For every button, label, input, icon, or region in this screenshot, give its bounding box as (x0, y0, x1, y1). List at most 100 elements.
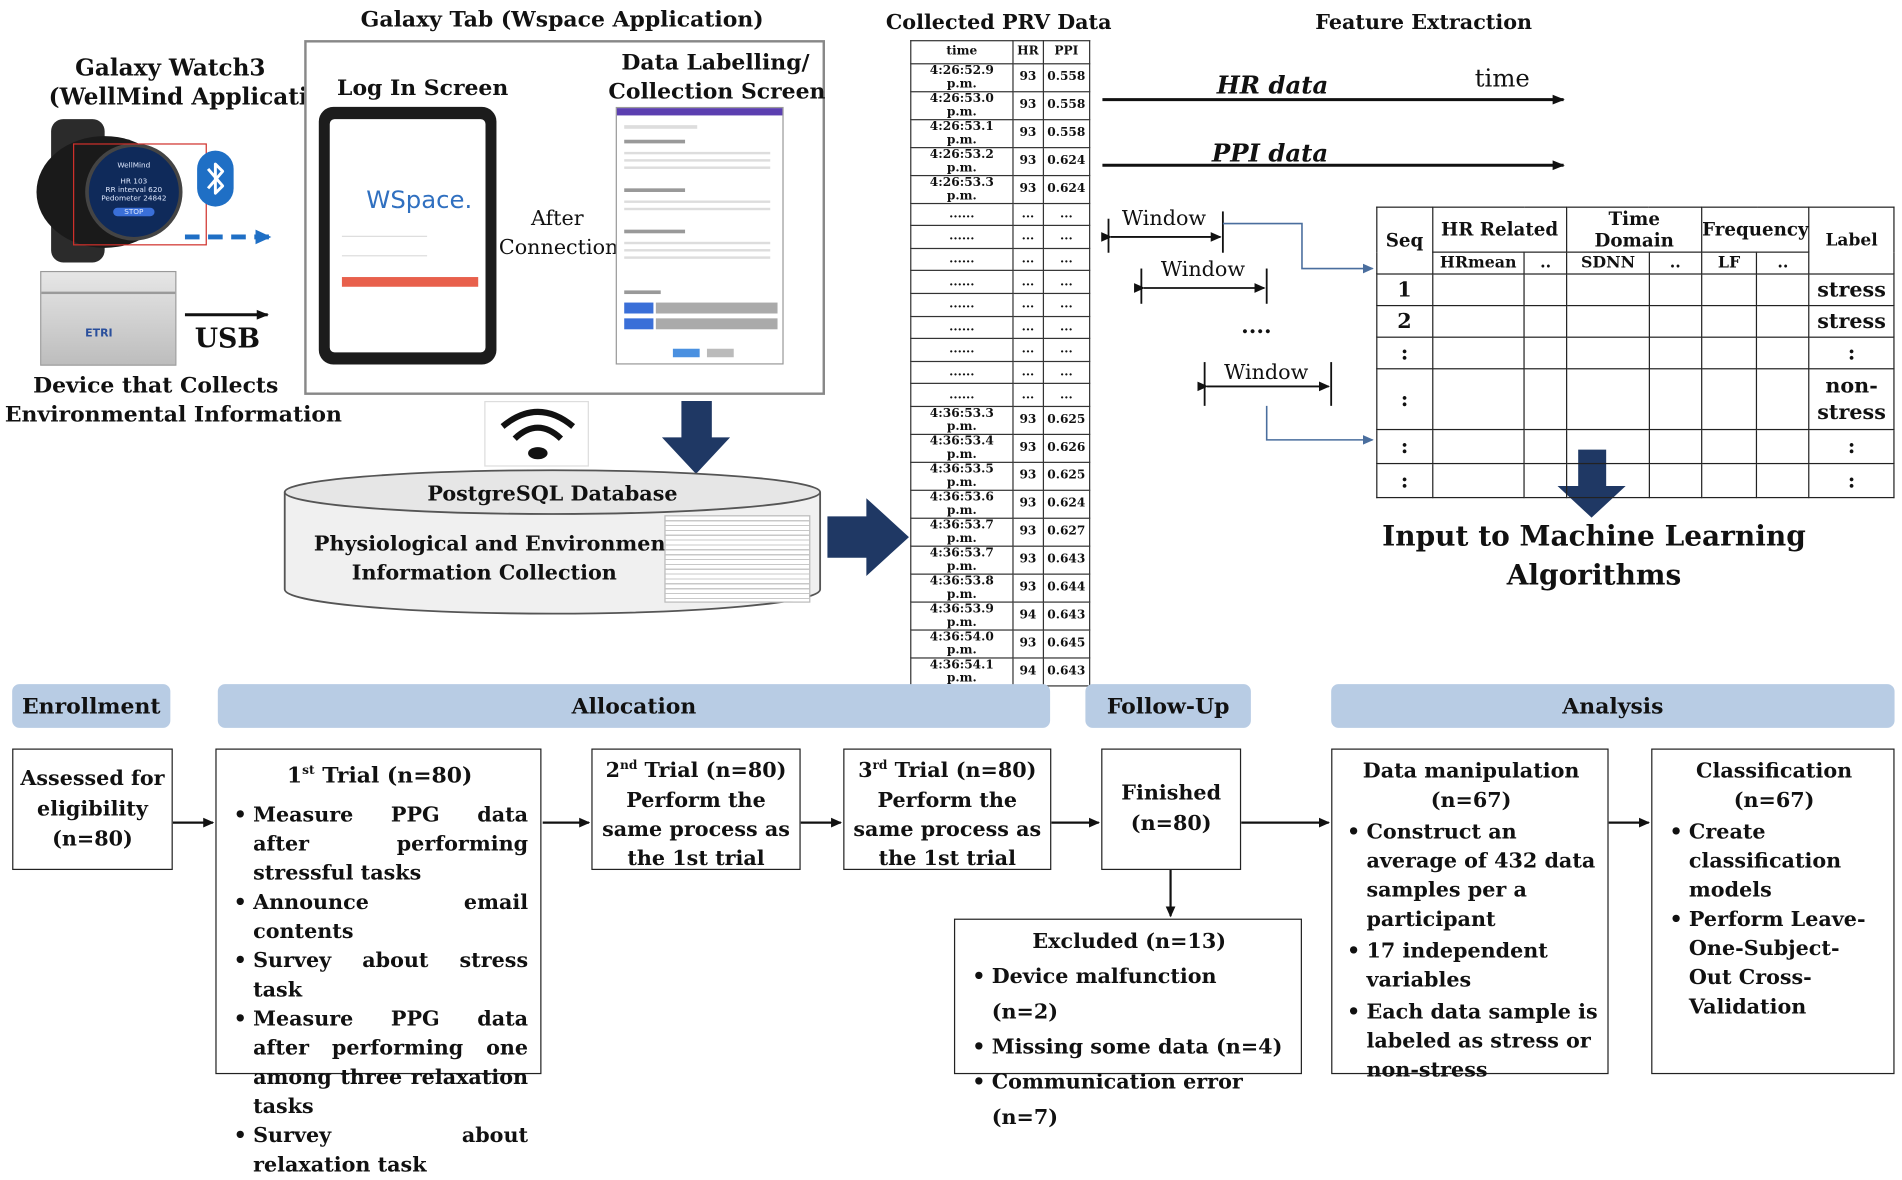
after-connection-line2: Connection (498, 235, 619, 261)
db-caption-line1: Physiological and Environment (313, 532, 676, 557)
time-label: time (1474, 63, 1530, 93)
login-button[interactable] (341, 277, 479, 287)
ft-header-hr-related: HR Related (1431, 206, 1568, 253)
watch-stop-button[interactable]: STOP (113, 207, 155, 217)
feature-row: :: (1376, 462, 1895, 499)
feature-extraction-title: Feature Extraction (1315, 10, 1533, 36)
prv-cell-ppi: ... (1042, 338, 1091, 362)
watch-line1: HR 103 (120, 177, 148, 186)
prv-cell-hr: 93 (1012, 174, 1044, 204)
prv-cell-time: 4:26:53.2 p.m. (910, 146, 1014, 176)
prv-cell-hr: ... (1012, 338, 1044, 362)
trial2-line2: same process as (602, 817, 790, 842)
trial1-item: Measure PPG data after performing one am… (231, 1005, 528, 1122)
after-connection-label: After Connection (498, 204, 619, 262)
feature-cell (1700, 336, 1758, 370)
prv-cell-time: 4:36:54.1 p.m. (910, 657, 1014, 687)
prv-header-row: time HR PPI (910, 40, 1091, 64)
class-item: Create classification models (1667, 818, 1881, 905)
tab-to-db-arrow (661, 400, 731, 474)
prv-cell-time: 4:36:53.5 p.m. (910, 461, 1014, 491)
feature-cell (1700, 273, 1758, 307)
feature-cell (1566, 368, 1650, 431)
feature-cell (1566, 462, 1650, 499)
prv-row: ............ (910, 360, 1091, 385)
trial1-item: Measure PPG data after performing stress… (231, 801, 528, 888)
watch-app-name: WellMind (117, 161, 151, 171)
ft-header-label: Label (1808, 206, 1895, 275)
window-3-label: Window (1224, 360, 1309, 386)
wifi-icon (484, 400, 589, 467)
ml-line1: Input to Machine Learning (1382, 520, 1806, 553)
prv-cell-ppi: ... (1042, 225, 1091, 249)
prv-cell-hr: 93 (1012, 405, 1044, 435)
excluded-item: Missing some data (n=4) (970, 1030, 1289, 1065)
feature-label: non-stress (1808, 368, 1895, 431)
feature-cell (1431, 462, 1525, 499)
feature-cell (1431, 428, 1525, 465)
feature-cell (1566, 304, 1650, 338)
feature-label: : (1808, 462, 1895, 499)
prv-row: ............ (910, 292, 1091, 317)
device-caption-line2: Environmental Information (4, 402, 342, 428)
prv-cell-time: ...... (910, 202, 1014, 227)
feature-cell (1431, 336, 1525, 370)
galaxy-tab-title: Galaxy Tab (Wspace Application) (360, 7, 764, 33)
prv-cell-time: 4:36:53.4 p.m. (910, 433, 1014, 463)
prv-cell-time: 4:26:53.0 p.m. (910, 90, 1014, 120)
excluded-box: Excluded (n=13) Device malfunction (n=2)… (953, 918, 1302, 1130)
manip-item: 17 independent variables (1345, 937, 1598, 995)
trial2-rest: Trial (n=80) (637, 759, 787, 784)
feature-cell (1700, 462, 1758, 499)
window-2-label: Window (1160, 257, 1246, 282)
prv-cell-time: ...... (910, 270, 1014, 295)
database-caption: Physiological and Environment Informatio… (313, 530, 676, 588)
trial1-box: 1st Trial (n=80) Measure PPG data after … (215, 748, 542, 1177)
prv-cell-ppi: ... (1042, 247, 1091, 272)
watch-line3: Pedometer 24842 (101, 194, 167, 203)
ft-header-time-domain: Time Domain (1566, 206, 1703, 253)
prv-cell-ppi: ... (1042, 292, 1091, 317)
trial3-line3: the 1st trial (878, 846, 1016, 871)
feature-cell (1431, 368, 1525, 431)
prv-cell-ppi: 0.643 (1042, 545, 1091, 575)
prv-header-ppi: PPI (1042, 40, 1091, 64)
manip-item: Construct an average of 432 data samples… (1345, 818, 1598, 935)
prv-cell-time: 4:26:53.1 p.m. (910, 118, 1014, 148)
wspace-logo: WSpace. (366, 184, 473, 214)
watch-title-line2: (WellMind Application) (48, 83, 351, 111)
prv-cell-time: 4:36:53.6 p.m. (910, 489, 1014, 519)
feature-cell (1755, 462, 1810, 499)
feature-label: stress (1808, 273, 1895, 307)
prv-cell-hr: ... (1012, 360, 1044, 385)
prv-cell-time: 4:26:52.9 p.m. (910, 62, 1014, 92)
classification-box: Classification (n=67) Create classificat… (1651, 748, 1895, 1075)
prv-cell-ppi: 0.624 (1042, 174, 1091, 204)
feature-seq: : (1376, 336, 1433, 370)
prv-cell-time: ...... (910, 292, 1014, 317)
feature-cell (1431, 304, 1525, 338)
ml-line2: Algorithms (1506, 558, 1682, 592)
figure-canvas: Galaxy Watch3 (WellMind Application) Wel… (0, 0, 1902, 1079)
feature-cell (1523, 462, 1568, 499)
feature-cell (1700, 428, 1758, 465)
prv-cell-hr: ... (1012, 247, 1044, 272)
finished-line2: (n=80) (1130, 811, 1212, 836)
class-title-line1: Classification (1696, 759, 1853, 784)
labelling-screen-title: Data Labelling/ Collection Screen (608, 49, 825, 107)
prv-cell-time: 4:36:54.0 p.m. (910, 629, 1014, 659)
prv-cell-hr: 93 (1012, 62, 1044, 92)
ml-input-caption: Input to Machine Learning Algorithms (1375, 518, 1813, 596)
watch-title: Galaxy Watch3 (WellMind Application) (48, 53, 351, 111)
prv-cell-ppi: 0.643 (1042, 657, 1091, 687)
prv-cell-time: ...... (910, 383, 1014, 407)
